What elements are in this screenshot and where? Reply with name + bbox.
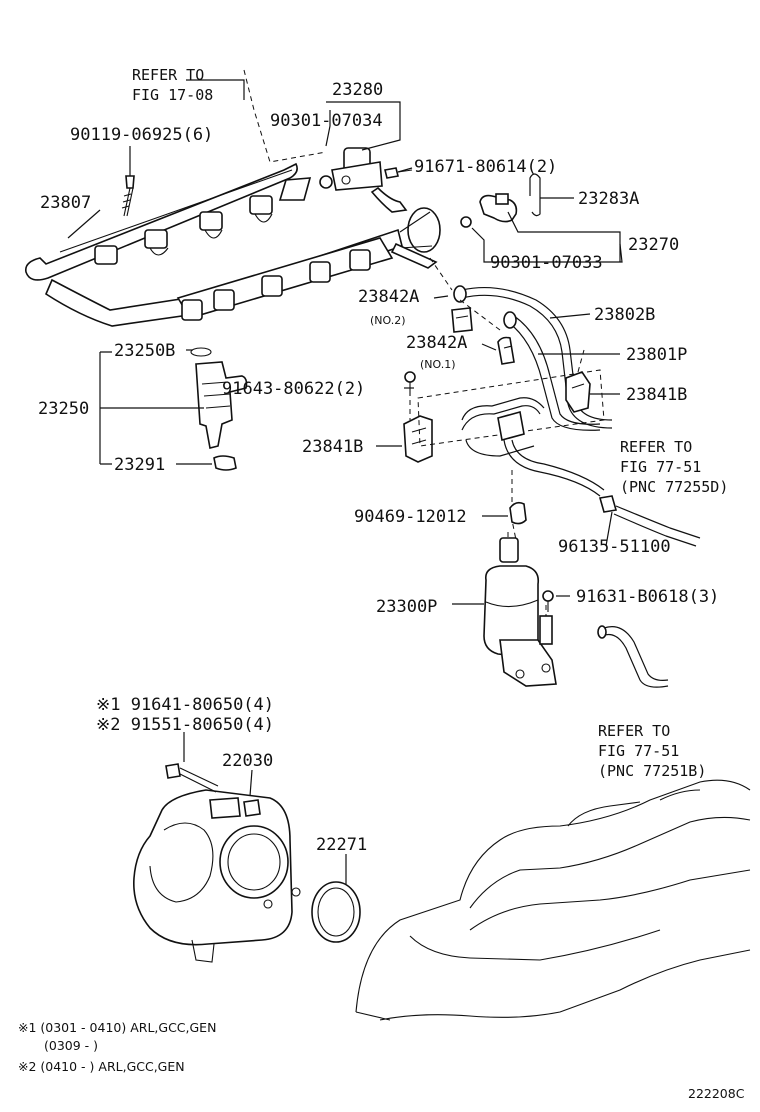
label-no2: (NO.2) (370, 314, 406, 327)
canister-23300P (483, 537, 557, 687)
refer-fig17-line2: FIG 17-08 (132, 86, 213, 104)
label-23250: 23250 (38, 399, 89, 419)
label-23802B: 23802B (594, 305, 655, 325)
label-23801P: 23801P (626, 345, 687, 365)
clip-90469 (509, 501, 527, 525)
label-91671: 91671-80614(2) (414, 157, 557, 177)
label-23270: 23270 (628, 235, 679, 255)
intake-manifold (355, 779, 751, 1021)
throttle-body (133, 789, 301, 963)
label-91643: 91643-80622(2) (222, 379, 365, 399)
label-23842A-no1: 23842A (406, 333, 467, 353)
diagram-code: 222208C (688, 1086, 745, 1101)
refer-fig77-lower-line1: REFER TO (598, 722, 670, 740)
bolt-91631 (542, 590, 554, 612)
label-90469: 90469-12012 (354, 507, 467, 527)
label-23300P: 23300P (376, 597, 437, 617)
label-mark1-part: ※1 91641-80650(4) (96, 695, 274, 715)
refer-fig77-lower-line3: (PNC 77251B) (598, 762, 706, 780)
fuel-pipe-assembly (417, 369, 605, 497)
clip-23283A (529, 173, 541, 217)
label-96135: 96135-51100 (558, 537, 671, 557)
note-2: ※2 (0410 - ) ARL,GCC,GEN (18, 1059, 185, 1074)
bolt-90119 (121, 175, 135, 217)
label-23280: 23280 (332, 80, 383, 100)
pressure-regulator (319, 147, 408, 213)
bracket-23841B-left (403, 415, 433, 463)
pulsation-damper (460, 193, 518, 228)
bolt-91671 (384, 167, 413, 179)
label-no1: (NO.1) (420, 358, 456, 371)
label-90301-07034: 90301-07034 (270, 111, 383, 131)
clamp-23842A-no2 (451, 307, 473, 333)
refer-fig77-lower-line2: FIG 77-51 (598, 742, 679, 760)
label-mark2-part: ※2 91551-80650(4) (96, 715, 274, 735)
fuel-injector (190, 347, 248, 471)
gasket-22271 (311, 881, 361, 943)
label-23842A-no2: 23842A (358, 287, 419, 307)
fuel-hose-23802B (453, 285, 613, 429)
label-23283A: 23283A (578, 189, 639, 209)
hose-to-fig77-lower (597, 625, 669, 688)
part-labels: REFER TO FIG 17-08 23280 90301-07034 901… (18, 66, 745, 1101)
label-23807: 23807 (40, 193, 91, 213)
label-23250B: 23250B (114, 341, 175, 361)
leader-lines (67, 79, 623, 884)
bolt-91643 (404, 371, 416, 396)
refer-fig17-line1: REFER TO (132, 66, 204, 84)
label-23841B-left: 23841B (302, 437, 363, 457)
label-90119: 90119-06925(6) (70, 125, 213, 145)
label-23291: 23291 (114, 455, 165, 475)
refer-fig77-upper-line2: FIG 77-51 (620, 458, 701, 476)
note-1: ※1 (0301 - 0410) ARL,GCC,GEN (18, 1020, 216, 1035)
bolt-throttle (165, 763, 219, 793)
hose-to-fig77-upper (598, 495, 701, 547)
label-22271: 22271 (316, 835, 367, 855)
fuel-hose-23801P (503, 311, 601, 431)
refer-fig77-upper-line1: REFER TO (620, 438, 692, 456)
label-22030: 22030 (222, 751, 273, 771)
label-91631: 91631-B0618(3) (576, 587, 719, 607)
label-23841B-right: 23841B (626, 385, 687, 405)
label-90301-07033: 90301-07033 (490, 253, 603, 273)
fuel-delivery-pipe (24, 162, 441, 327)
note-1b: (0309 - ) (44, 1038, 98, 1053)
bracket-23841B-right (565, 371, 591, 413)
clamp-23842A-no1 (497, 336, 515, 365)
refer-fig77-upper-line3: (PNC 77255D) (620, 478, 728, 496)
